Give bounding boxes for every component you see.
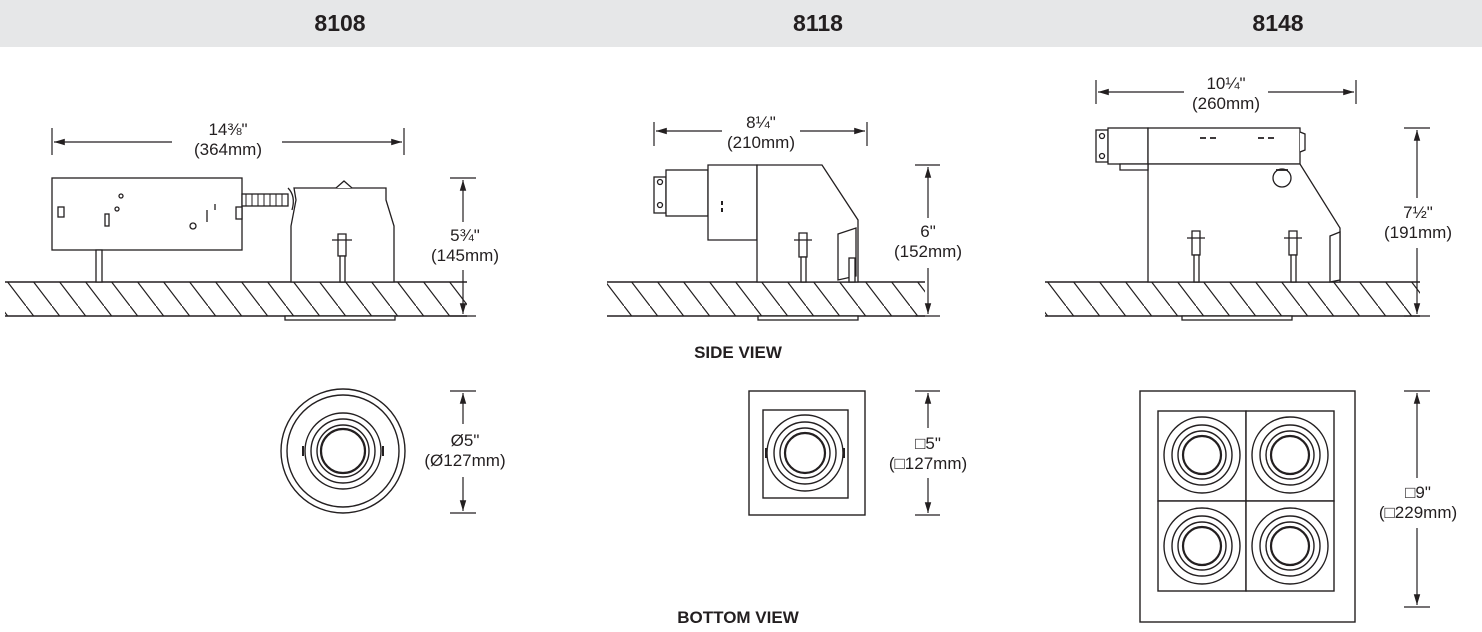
dimension-mm: (210mm) xyxy=(726,133,795,152)
bottom-view-8108-fixture xyxy=(280,388,406,514)
dimension-mm: (191mm) xyxy=(1383,223,1452,242)
dimension-8118-square: □5" (□127mm) xyxy=(878,434,978,474)
ceiling-8108 xyxy=(5,281,467,317)
dimension-mm: (□229mm) xyxy=(1378,503,1458,522)
dimension-inches: 7½" xyxy=(1403,203,1433,222)
dimension-8118-width: 8¼" (210mm) xyxy=(716,113,806,153)
side-view-8108 xyxy=(51,177,396,321)
dimension-mm: (Ø127mm) xyxy=(424,451,506,470)
ceiling-8148 xyxy=(1045,281,1420,317)
bottom-view-8148-fixture xyxy=(1139,390,1356,623)
dimension-8148-height: 7½" (191mm) xyxy=(1374,203,1462,243)
dimension-inches: □9" xyxy=(1405,483,1431,502)
model-header-band xyxy=(0,0,1482,47)
model-8118-title: 8118 xyxy=(793,10,843,36)
ceiling-8118 xyxy=(607,281,925,317)
dimension-mm: (□127mm) xyxy=(888,454,968,473)
dimension-lines xyxy=(51,80,1430,608)
side-view-8148 xyxy=(1095,127,1341,321)
model-8148-title: 8148 xyxy=(1252,10,1304,36)
dimension-8118-height: 6" (152mm) xyxy=(884,222,972,262)
dimension-8148-square: □9" (□229mm) xyxy=(1368,483,1468,523)
bottom-view-label: BOTTOM VIEW xyxy=(677,608,799,627)
bottom-view-8118-fixture xyxy=(748,390,866,516)
dimension-8148-width: 10¼" (260mm) xyxy=(1180,74,1272,114)
dimension-mm: (260mm) xyxy=(1191,94,1260,113)
dimension-inches: 14⅜" xyxy=(208,120,248,139)
dimension-inches: 8¼" xyxy=(746,113,776,132)
dimension-8108-diameter: Ø5" (Ø127mm) xyxy=(415,431,515,471)
dimension-mm: (364mm) xyxy=(193,140,262,159)
dimension-inches: 5¾" xyxy=(450,226,480,245)
dimension-8108-width: 14⅜" (364mm) xyxy=(178,120,278,160)
dimension-8108-height: 5¾" (145mm) xyxy=(420,226,510,266)
dimension-mm: (145mm) xyxy=(430,246,499,265)
dimension-inches: □5" xyxy=(915,434,941,453)
dimension-inches: 6" xyxy=(920,222,936,241)
dimension-mm: (152mm) xyxy=(893,242,962,261)
side-view-label: SIDE VIEW xyxy=(694,343,782,362)
side-view-8118 xyxy=(653,164,859,321)
dimension-inches: Ø5" xyxy=(450,431,480,450)
model-8108-title: 8108 xyxy=(314,10,366,36)
dimension-inches: 10¼" xyxy=(1206,74,1246,93)
